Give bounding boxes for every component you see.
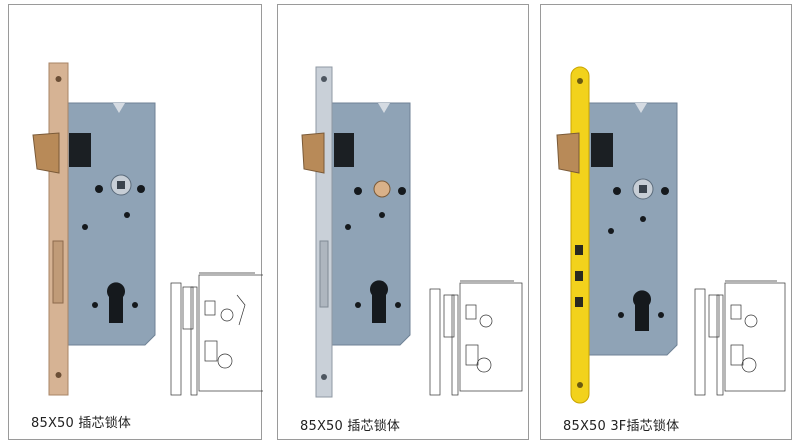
product-caption: 85X50 插芯锁体 [300,419,401,434]
product-caption: 85X50 插芯锁体 [31,416,132,431]
mortise-lock-image-stainless [301,66,523,398]
product-panel-2: 85X50 插芯锁体 [277,4,529,440]
mortise-lock-image-brass [556,66,786,404]
product-caption: 85X50 3F插芯锁体 [563,419,680,434]
mortise-lock-image-bronze [32,62,263,396]
product-panel-1: 85X50 插芯锁体 [8,4,263,440]
product-panel-3: 85X50 3F插芯锁体 [540,4,792,440]
